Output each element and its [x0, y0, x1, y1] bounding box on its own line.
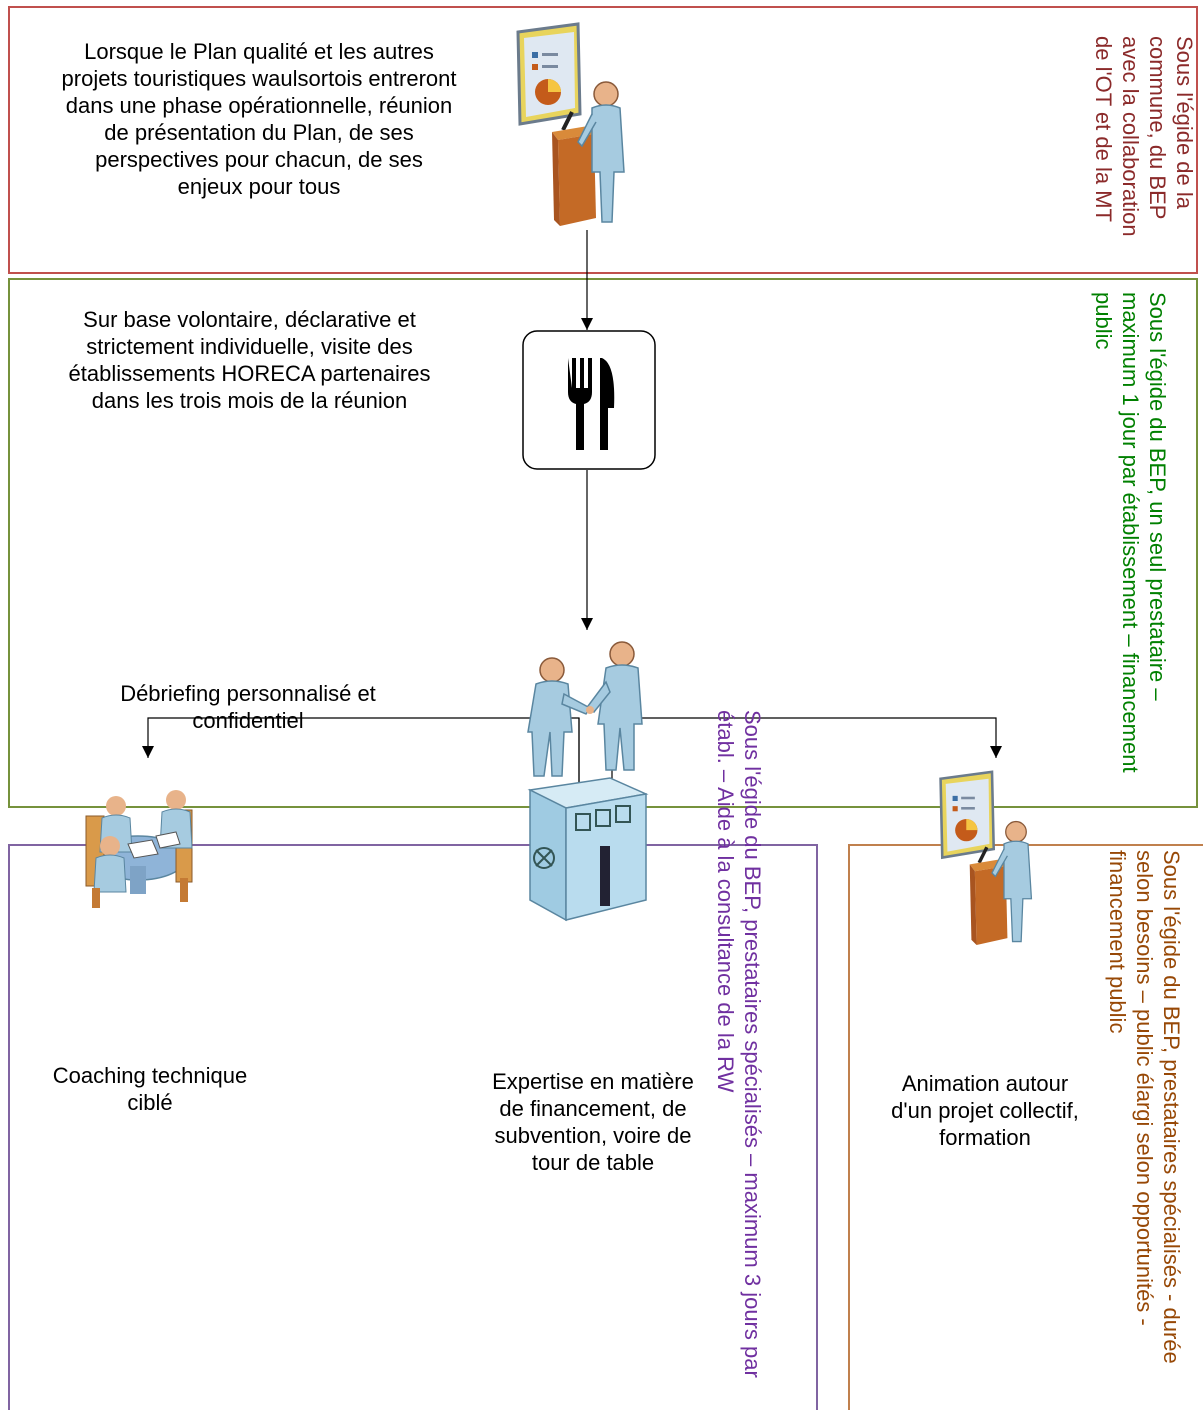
visit-text: Sur base volontaire, déclarative et stri… [68, 307, 431, 413]
animation-text: Animation autour d'un projet collectif, … [891, 1071, 1079, 1150]
meeting-table-icon [85, 790, 193, 908]
coaching-text: Coaching technique ciblé [52, 1063, 248, 1115]
expertise-note: Sous l'égide du BEP, prestataires spécia… [713, 710, 765, 1378]
fork-knife-icon [522, 330, 656, 470]
presentation-note: Sous l'égide de la commune, du BEP avec … [1091, 36, 1197, 237]
handshake-icon [527, 641, 643, 777]
coaching-expertise-frame [8, 844, 818, 1410]
presenter-podium-icon [516, 22, 625, 226]
expertise-text: Expertise en matière de financement, de … [492, 1069, 694, 1175]
safe-building-icon [527, 777, 649, 922]
presenter-podium-icon-2 [939, 770, 1033, 945]
presentation-text: Lorsque le Plan qualité et les autres pr… [61, 39, 457, 199]
debriefing-text: Débriefing personnalisé et confidentiel [120, 681, 376, 733]
presentation-frame [8, 6, 1198, 274]
animation-note: Sous l'égide du BEP, prestataires spécia… [1105, 850, 1184, 1364]
visit-note: Sous l'égide du BEP, un seul prestataire… [1091, 292, 1170, 773]
